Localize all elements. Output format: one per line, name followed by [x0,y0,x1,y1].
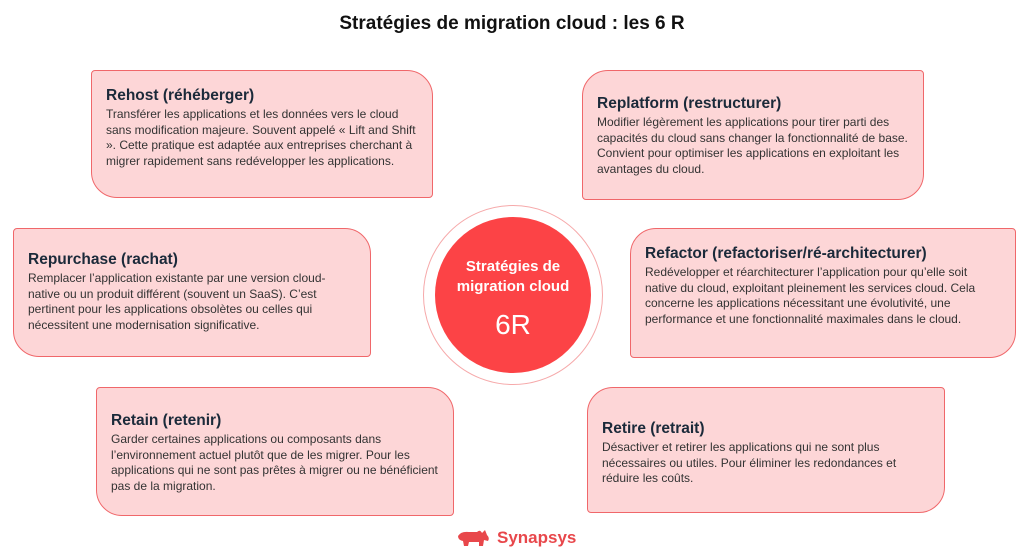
center-label: 6R [495,309,531,340]
center-line-2: migration cloud [456,278,570,295]
card-title: Rehost (réhéberger) [106,87,255,104]
card-title: Retire (retrait) [602,420,705,437]
strategy-card-retain: Retain (retenir) Garder certaines applic… [96,387,454,516]
card-text: Garder certaines applications ou composa… [111,432,438,493]
strategy-card-replatform: Replatform (restructurer) Modifier légèr… [582,70,924,200]
rhino-icon [458,530,489,546]
card-text: Désactiver et retirer les applications q… [602,440,897,486]
card-text: Redévelopper et réarchitecturer l’applic… [645,265,976,326]
card-title: Replatform (restructurer) [597,95,782,112]
strategy-card-repurchase: Repurchase (rachat) Remplacer l’applicat… [13,228,371,357]
strategy-card-retire: Retire (retrait) Désactiver et retirer l… [587,387,945,513]
strategy-card-rehost: Rehost (réhéberger) Transférer les appli… [91,70,433,198]
strategy-card-refactor: Refactor (refactoriser/ré-architecturer)… [630,228,1016,358]
page-title: Stratégies de migration cloud : les 6 R [339,13,685,34]
center-circle: Stratégies de migration cloud 6R [435,217,591,373]
card-text: Modifier légèrement les applications pou… [597,115,908,176]
card-text: Remplacer l’application existante par un… [28,271,326,332]
center-line-1: Stratégies de [465,258,561,275]
card-title: Retain (retenir) [111,412,222,429]
card-text: Transférer les applications et les donné… [106,107,416,168]
brand-logo: Synapsys [457,528,576,548]
brand-name: Synapsys [497,528,577,547]
card-title: Repurchase (rachat) [28,251,178,268]
card-title: Refactor (refactoriser/ré-architecturer) [645,245,927,262]
